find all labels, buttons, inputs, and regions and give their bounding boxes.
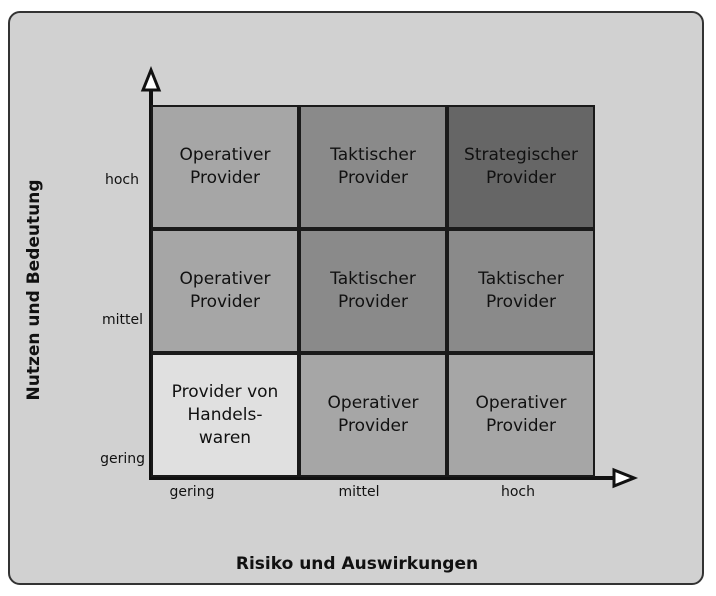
x-tick-mittel: mittel: [338, 484, 380, 500]
x-tick-gering: gering: [169, 484, 215, 500]
y-tick-mittel: mittel: [101, 312, 143, 328]
portfolio-matrix: Operativer Provider Taktischer Provider …: [151, 105, 595, 477]
matrix-cell-r2-c1: Operativer Provider: [299, 353, 447, 477]
matrix-cell-r0-c1: Taktischer Provider: [299, 105, 447, 229]
matrix-cell-r0-c0: Operativer Provider: [151, 105, 299, 229]
matrix-cell-r1-c0: Operativer Provider: [151, 229, 299, 353]
matrix-cell-r0-c2: Strategischer Provider: [447, 105, 595, 229]
matrix-cell-r2-c2: Operativer Provider: [447, 353, 595, 477]
x-tick-hoch: hoch: [500, 484, 536, 500]
matrix-cell-r2-c0: Provider von Handels- waren: [151, 353, 299, 477]
y-axis-title: Nutzen und Bedeutung: [24, 179, 44, 401]
x-axis-title: Risiko und Auswirkungen: [235, 554, 479, 574]
matrix-cell-r1-c2: Taktischer Provider: [447, 229, 595, 353]
x-axis-arrow-icon: [612, 467, 639, 489]
matrix-cell-r1-c1: Taktischer Provider: [299, 229, 447, 353]
y-axis-arrow-icon: [140, 65, 162, 92]
y-tick-gering: gering: [100, 451, 145, 467]
y-tick-hoch: hoch: [104, 172, 139, 188]
